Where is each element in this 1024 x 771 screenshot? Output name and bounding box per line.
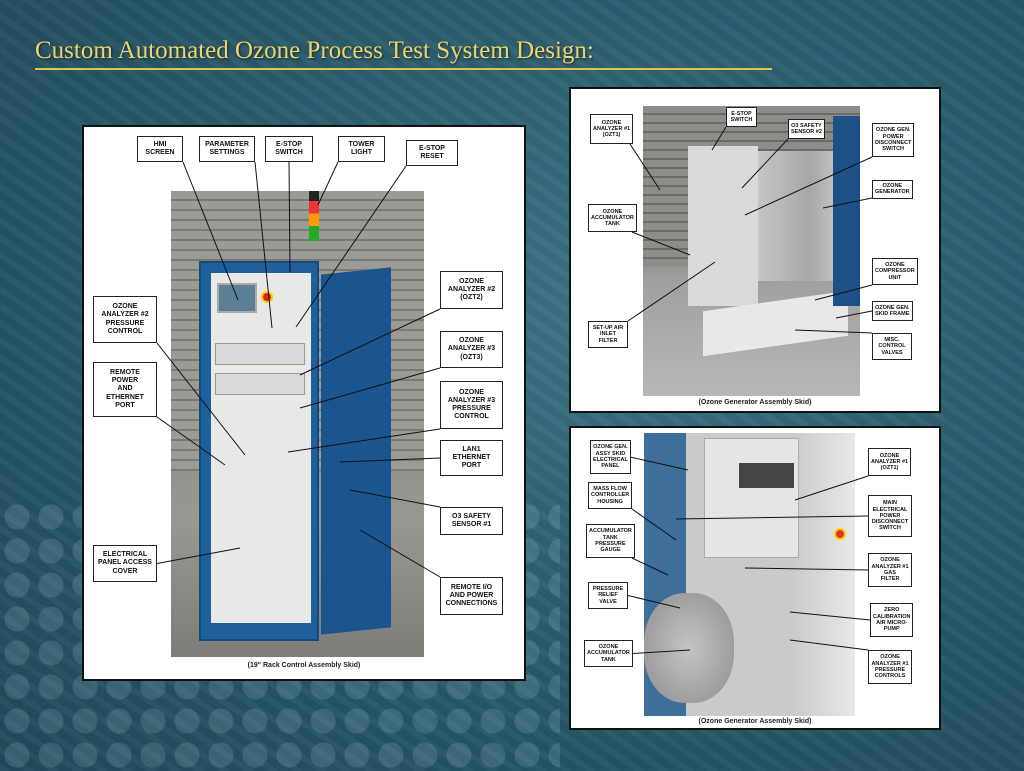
panel-caption: (Ozone Generator Assembly Skid) bbox=[698, 718, 812, 725]
callout-label: MISC. CONTROL VALVES bbox=[872, 333, 912, 360]
callout-label: OZONE GEN. SKID FRAME bbox=[872, 301, 913, 321]
blue-cabinet bbox=[199, 261, 319, 641]
callout-label: LAN1 ETHERNET PORT bbox=[440, 440, 503, 476]
tower-light bbox=[309, 191, 319, 241]
callout-label: OZONE ANALYZER #1 GAS FILTER bbox=[868, 553, 912, 587]
callout-label: E-STOP SWITCH bbox=[726, 107, 757, 127]
callout-label: ACCUMULATOR TANK PRESSURE GAUGE bbox=[586, 524, 635, 558]
callout-label: OZONE ANALYZER #2 PRESSURE CONTROL bbox=[93, 296, 157, 343]
callout-label: HMI SCREEN bbox=[137, 136, 183, 162]
callout-label: ELECTRICAL PANEL ACCESS COVER bbox=[93, 545, 157, 582]
callout-label: ZERO CALIBRATION AIR MICRO- PUMP bbox=[870, 603, 914, 637]
callout-label: OZONE ANALYZER #3 (OZT3) bbox=[440, 331, 503, 368]
callout-label: O3 SAFETY SENSOR #1 bbox=[440, 507, 503, 535]
callout-label: OZONE ANALYZER #1 PRESSURE CONTROLS bbox=[868, 650, 912, 684]
callout-label: OZONE ANALYZER #2 (OZT2) bbox=[440, 271, 503, 309]
panel-caption: (19" Rack Control Assembly Skid) bbox=[247, 662, 361, 669]
callout-label: REMOTE POWER AND ETHERNET PORT bbox=[93, 362, 157, 417]
callout-label: OZONE ANALYZER #1 (OZT1) bbox=[868, 448, 912, 476]
callout-label: MAIN ELECTRICAL POWER DISCONNECT SWITCH bbox=[868, 495, 912, 537]
callout-label: OZONE ACCUMULATOR TANK bbox=[584, 640, 633, 667]
callout-label: OZONE ACCUMULATOR TANK bbox=[588, 204, 637, 232]
callout-label: OZONE COMPRESSOR UNIT bbox=[872, 258, 918, 285]
slide-title: Custom Automated Ozone Process Test Syst… bbox=[35, 37, 594, 64]
callout-label: MASS FLOW CONTROLLER HOUSING bbox=[588, 482, 633, 509]
callout-label: PARAMETER SETTINGS bbox=[199, 136, 255, 162]
callout-label: OZONE GEN. ASSY SKID ELECTRICAL PANEL bbox=[590, 440, 631, 474]
callout-label: TOWER LIGHT bbox=[338, 136, 385, 162]
generator-detail-photo bbox=[644, 433, 855, 716]
rack-photo bbox=[171, 191, 424, 657]
callout-label: OZONE ANALYZER #1 (OZT1) bbox=[590, 114, 634, 144]
callout-label: OZONE GENERATOR bbox=[872, 180, 913, 199]
callout-label: REMOTE I/O AND POWER CONNECTIONS bbox=[440, 577, 503, 615]
callout-label: E-STOP SWITCH bbox=[265, 136, 313, 162]
generator-skid-photo bbox=[643, 106, 860, 396]
callout-label: E-STOP RESET bbox=[406, 140, 458, 166]
panel-caption: (Ozone Generator Assembly Skid) bbox=[698, 399, 812, 406]
callout-label: OZONE ANALYZER #3 PRESSURE CONTROL bbox=[440, 381, 503, 429]
callout-label: O3 SAFETY SENSOR #2 bbox=[788, 119, 825, 139]
callout-label: PRESSURE RELIEF VALVE bbox=[588, 582, 628, 609]
callout-label: SET-UP AIR INLET FILTER bbox=[588, 321, 628, 348]
callout-label: OZONE GEN. POWER DISCONNECT SWITCH bbox=[872, 123, 915, 157]
title-underline bbox=[35, 68, 772, 70]
